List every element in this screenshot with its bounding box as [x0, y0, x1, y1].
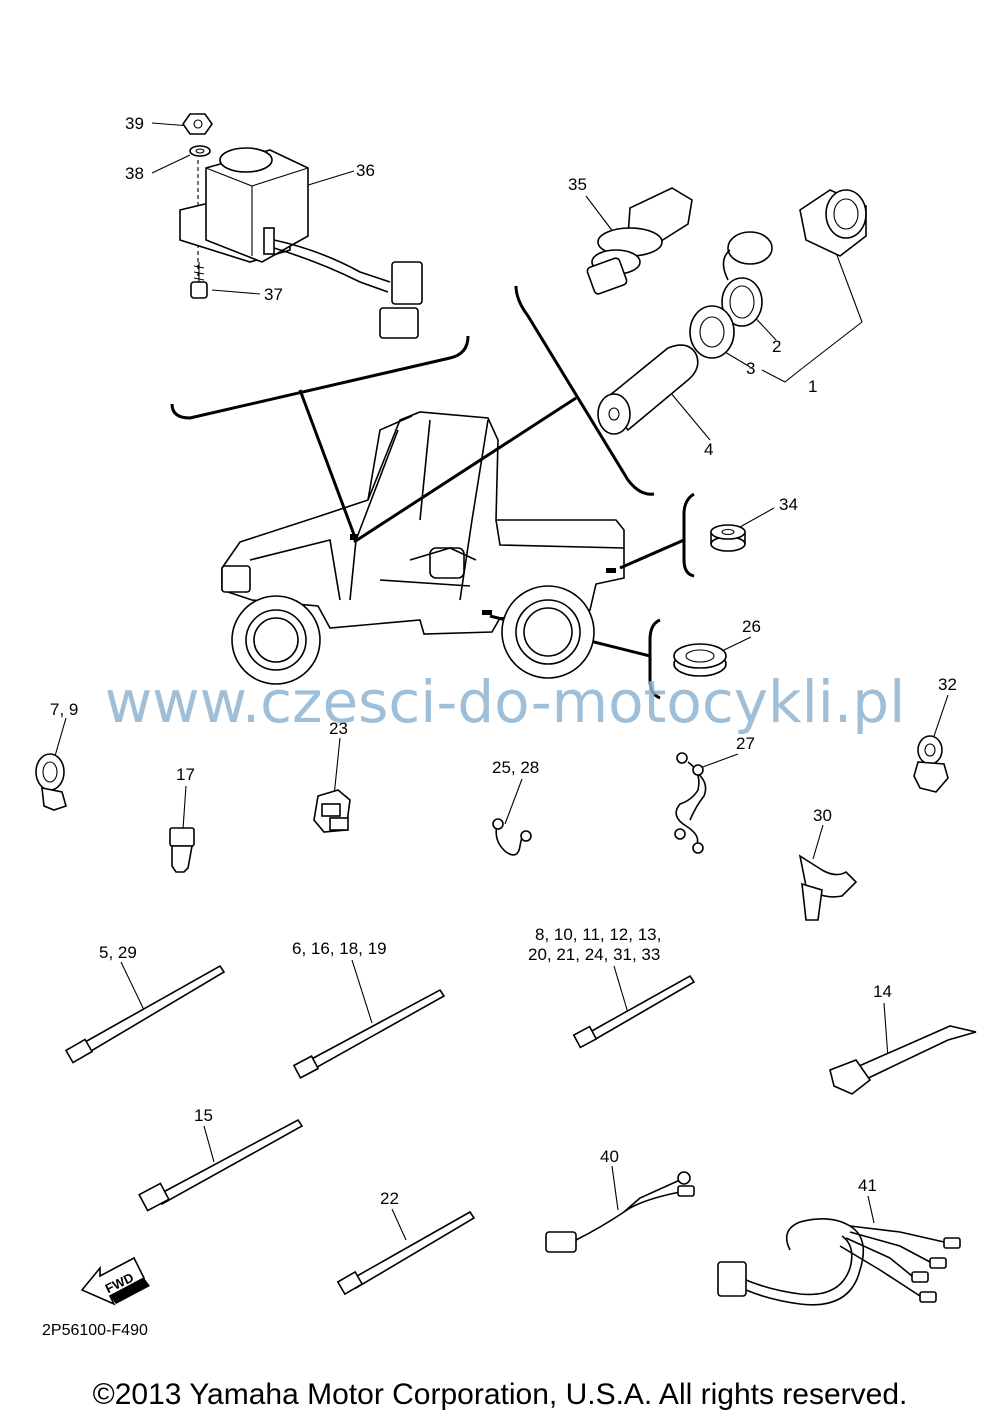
callout-38: 38	[125, 164, 144, 183]
clamp-25-28	[492, 818, 532, 856]
callout-23: 23	[329, 719, 348, 738]
callout-39: 39	[125, 114, 144, 133]
cable-tie-15	[138, 1118, 304, 1212]
cable-tie-5-29	[64, 964, 226, 1064]
callout-15: 15	[194, 1106, 213, 1125]
side-by-side-vehicle	[221, 411, 625, 685]
callout-1: 1	[808, 377, 817, 396]
cap-2-icon	[727, 231, 773, 265]
screw-37-icon	[190, 281, 208, 299]
sensor-35	[586, 187, 693, 295]
callout-22: 22	[380, 1189, 399, 1208]
callout-26: 26	[742, 617, 761, 636]
clamp-30	[798, 854, 858, 921]
washer-38-icon	[189, 145, 211, 157]
copyright-notice: ©2013 Yamaha Motor Corporation, U.S.A. A…	[92, 1378, 908, 1411]
leader-lines	[54, 122, 949, 1241]
callout-2: 2	[772, 337, 781, 356]
watermark: www.czesci-do-motocykli.pl	[104, 668, 906, 736]
clip-32	[913, 735, 949, 793]
callout-5-29: 5, 29	[99, 943, 137, 962]
callout-27: 27	[736, 734, 755, 753]
cable-tie-22	[336, 1210, 476, 1296]
clip-7-9	[35, 753, 67, 811]
callout-40: 40	[600, 1147, 619, 1166]
callout-35: 35	[568, 175, 587, 194]
diagram-code: 2P56100-F490	[42, 1322, 148, 1339]
grommet-34	[710, 524, 746, 552]
nut-39-icon	[182, 113, 213, 135]
cable-tie-14	[829, 1025, 977, 1095]
clamp-27	[674, 752, 707, 854]
callout-17: 17	[176, 765, 195, 784]
callout-30: 30	[813, 806, 832, 825]
dc-socket-assembly	[597, 189, 867, 435]
harness-41	[717, 1218, 961, 1306]
callout-14: 14	[873, 982, 892, 1001]
callout-3: 3	[746, 359, 755, 378]
callout-8-10-11-12-13: 8, 10, 11, 12, 13,	[535, 925, 661, 944]
holder-23	[313, 789, 351, 833]
connector-icon	[391, 261, 423, 305]
callout-36: 36	[356, 161, 375, 180]
clip-17	[169, 827, 195, 873]
callout-32: 32	[938, 675, 957, 694]
callout-37: 37	[264, 285, 283, 304]
callout-25-28: 25, 28	[492, 758, 539, 777]
callout-34: 34	[779, 495, 798, 514]
callout-7-9: 7, 9	[50, 700, 78, 719]
callout-41: 41	[858, 1176, 877, 1195]
grommet-26	[673, 643, 727, 677]
nut-3-icon	[689, 305, 735, 359]
cable-tie-6-16-18-19	[292, 988, 446, 1079]
lead-wire-40	[545, 1171, 695, 1253]
callout-20-21-24-31-33: 20, 21, 24, 31, 33	[528, 945, 660, 964]
relay-assembly	[179, 113, 423, 339]
cable-tie-8	[572, 974, 696, 1049]
callout-6-16-18-19: 6, 16, 18, 19	[292, 939, 387, 958]
fwd-arrow-icon: FWD	[80, 1256, 150, 1306]
front-wheel-icon	[231, 595, 321, 685]
callout-4: 4	[704, 440, 713, 459]
